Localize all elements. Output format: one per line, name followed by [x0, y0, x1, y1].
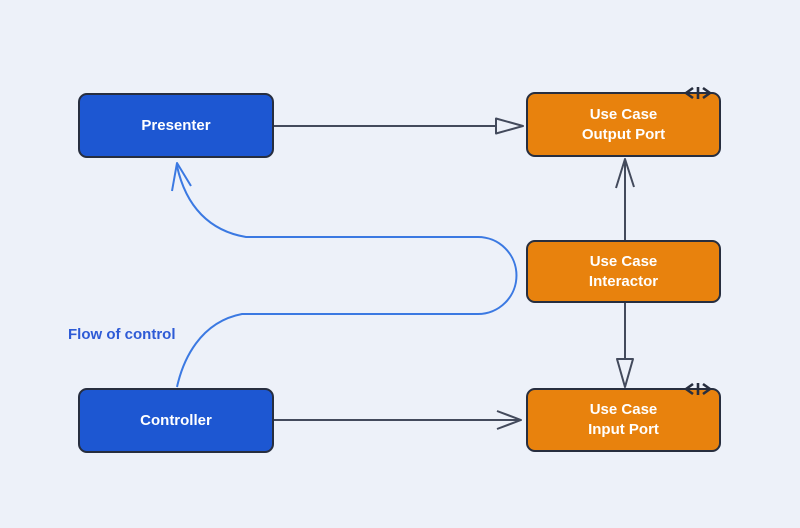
node-use-case-input-port: Use Case Input Port — [526, 382, 721, 452]
edge-presenter-output-port — [274, 117, 524, 135]
open-arrowhead — [171, 162, 192, 192]
hollow-triangle-arrowhead — [616, 358, 634, 388]
node-interactor-line1: Use Case — [589, 252, 658, 270]
node-input-port-line1: Use Case — [589, 401, 658, 418]
edge-controller-input-port — [274, 410, 522, 430]
open-arrowhead — [496, 410, 522, 430]
node-use-case-output-port: Use Case Output Port — [526, 86, 721, 157]
node-controller: Controller — [78, 388, 274, 453]
open-arrowhead — [615, 158, 635, 189]
node-interactor-line2: Interactor — [588, 272, 659, 290]
interface-code-icon — [684, 86, 712, 100]
node-output-port-line1: Use Case — [589, 105, 658, 123]
node-controller-label: Controller — [140, 411, 212, 429]
hollow-triangle-arrowhead — [495, 117, 524, 135]
interface-code-icon — [684, 382, 712, 396]
node-presenter-label: Presenter — [141, 116, 211, 134]
edge-interactor-output-port — [615, 158, 635, 241]
edge-interactor-input-port — [616, 302, 634, 388]
node-presenter: Presenter — [78, 93, 274, 158]
node-input-port-line2: Input Port — [588, 421, 659, 438]
edge-flow-of-control — [171, 162, 518, 388]
node-output-port-line2: Output Port — [581, 125, 666, 143]
node-use-case-interactor: Use Case Interactor — [526, 240, 721, 303]
flow-of-control-label: Flow of control — [68, 326, 176, 343]
